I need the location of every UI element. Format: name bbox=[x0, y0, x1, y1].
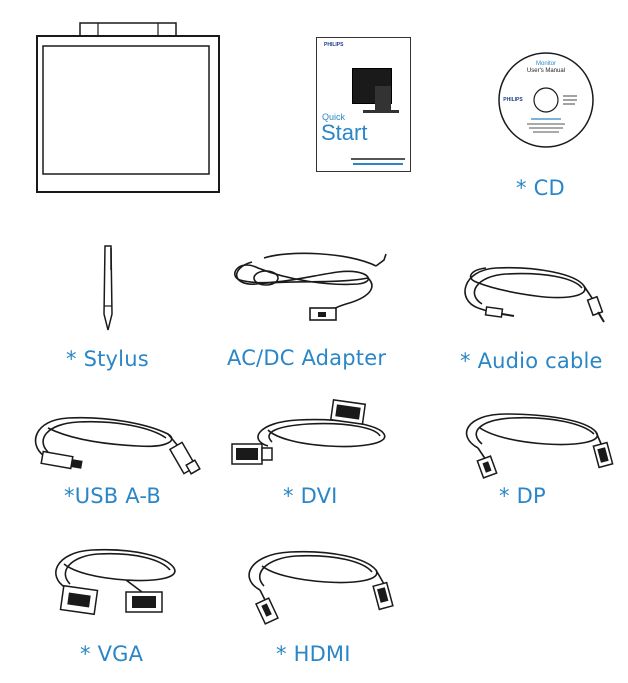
caption-dp: * DP bbox=[499, 484, 546, 508]
usb-cable-illustration bbox=[34, 416, 201, 475]
quick-start-title-2: Start bbox=[321, 120, 368, 145]
quick-start-footer-line-2 bbox=[353, 163, 403, 165]
caption-cd: * CD bbox=[516, 176, 565, 200]
vga-cable-illustration bbox=[55, 548, 176, 616]
caption-usb: *USB A-B bbox=[64, 484, 162, 508]
hdmi-cable-illustration bbox=[248, 550, 394, 625]
quick-start-stand bbox=[375, 86, 391, 110]
quick-start-title-1: Quick bbox=[322, 112, 346, 122]
quick-start-base bbox=[363, 110, 399, 113]
cd-title-2: User's Manual bbox=[527, 68, 565, 74]
stylus-illustration bbox=[103, 245, 113, 331]
dp-cable-illustration bbox=[465, 413, 614, 479]
caption-vga: * VGA bbox=[80, 642, 144, 666]
quick-start-guide: PHILIPS Quick Start bbox=[316, 37, 411, 172]
monitor-illustration bbox=[36, 22, 220, 193]
adapter-illustration bbox=[234, 252, 387, 321]
cd-title-1: Monitor bbox=[536, 61, 556, 67]
quick-start-brand: PHILIPS bbox=[324, 42, 344, 48]
caption-audio: * Audio cable bbox=[460, 349, 603, 373]
audio-cable-illustration bbox=[464, 266, 605, 323]
caption-hdmi: * HDMI bbox=[276, 642, 351, 666]
cd-brand: PHILIPS bbox=[503, 97, 523, 103]
cd-illustration: Monitor User's Manual PHILIPS bbox=[498, 52, 594, 148]
quick-start-footer-line-1 bbox=[351, 158, 405, 160]
dvi-cable-illustration bbox=[231, 399, 386, 465]
caption-stylus: * Stylus bbox=[66, 347, 149, 371]
caption-dvi: * DVI bbox=[283, 484, 338, 508]
caption-adapter: AC/DC Adapter bbox=[227, 346, 387, 370]
